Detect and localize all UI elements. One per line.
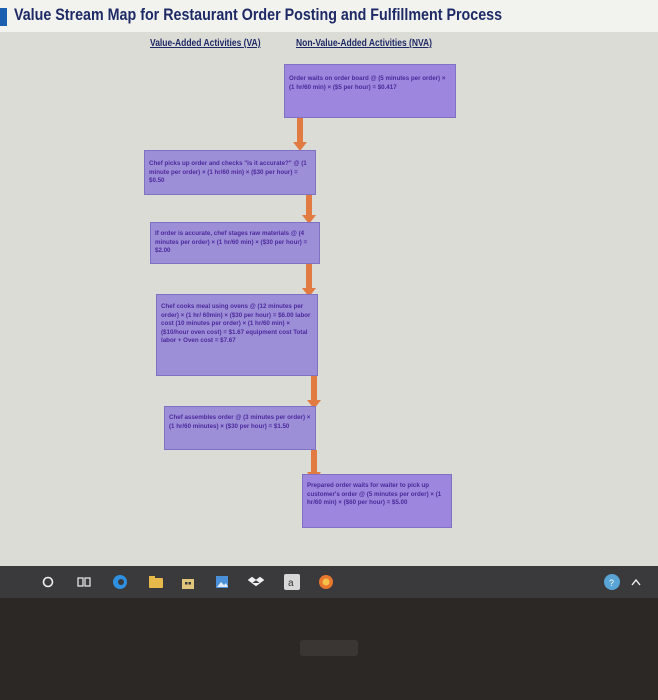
chevron-up-icon[interactable]: [628, 574, 644, 590]
photos-icon[interactable]: [214, 574, 230, 590]
step-5-box: Chef assembles order @ (3 minutes per or…: [164, 406, 316, 450]
arrow-3-head: [302, 288, 316, 297]
nva-column-header: Non-Value-Added Activities (NVA): [296, 38, 433, 49]
screen: Value Stream Map for Restaurant Order Po…: [0, 0, 658, 598]
dropbox-icon[interactable]: [248, 574, 264, 590]
arrow-2-head: [302, 215, 316, 224]
arrow-3-shaft: [306, 264, 312, 290]
arrow-1-head: [293, 142, 307, 151]
help-icon[interactable]: ?: [604, 574, 620, 590]
circle-icon[interactable]: [40, 574, 56, 590]
step-4-text: Chef cooks meal using ovens @ (12 minute…: [161, 303, 313, 344]
arrow-2-shaft: [306, 195, 312, 217]
step-3-text: If order is accurate, chef stages raw ma…: [155, 230, 309, 254]
edge-icon[interactable]: [112, 574, 128, 590]
step-6-text: Prepared order waits for waiter to pick …: [307, 482, 443, 506]
taskview-icon[interactable]: [76, 574, 92, 590]
arrow-4-head: [307, 400, 321, 409]
step-1-box: Order waits on order board @ (5 minutes …: [284, 64, 456, 118]
step-6-box: Prepared order waits for waiter to pick …: [302, 474, 452, 528]
firefox-icon[interactable]: [318, 574, 334, 590]
slide-marker: [0, 8, 7, 26]
arrow-1-shaft: [297, 118, 303, 144]
svg-text:?: ?: [609, 578, 614, 587]
title-bar: Value Stream Map for Restaurant Order Po…: [0, 0, 658, 32]
arrow-5-shaft: [311, 450, 317, 474]
files-icon[interactable]: [148, 574, 164, 590]
arrow-4-shaft: [311, 376, 317, 402]
amazon-icon[interactable]: a: [284, 574, 300, 590]
step-4-box: Chef cooks meal using ovens @ (12 minute…: [156, 294, 318, 376]
store-icon[interactable]: [180, 574, 196, 590]
va-column-header: Value-Added Activities (VA): [150, 38, 261, 49]
step-2-text: Chef picks up order and checks "is it ac…: [149, 160, 309, 184]
laptop-bezel-logo: [300, 640, 358, 656]
step-1-text: Order waits on order board @ (5 minutes …: [289, 75, 448, 91]
taskbar: a ?: [0, 566, 658, 598]
step-2-box: Chef picks up order and checks "is it ac…: [144, 150, 316, 195]
step-5-text: Chef assembles order @ (3 minutes per or…: [169, 414, 313, 430]
step-3-box: If order is accurate, chef stages raw ma…: [150, 222, 320, 264]
svg-text:a: a: [288, 578, 294, 588]
diagram-title: Value Stream Map for Restaurant Order Po…: [14, 5, 503, 24]
